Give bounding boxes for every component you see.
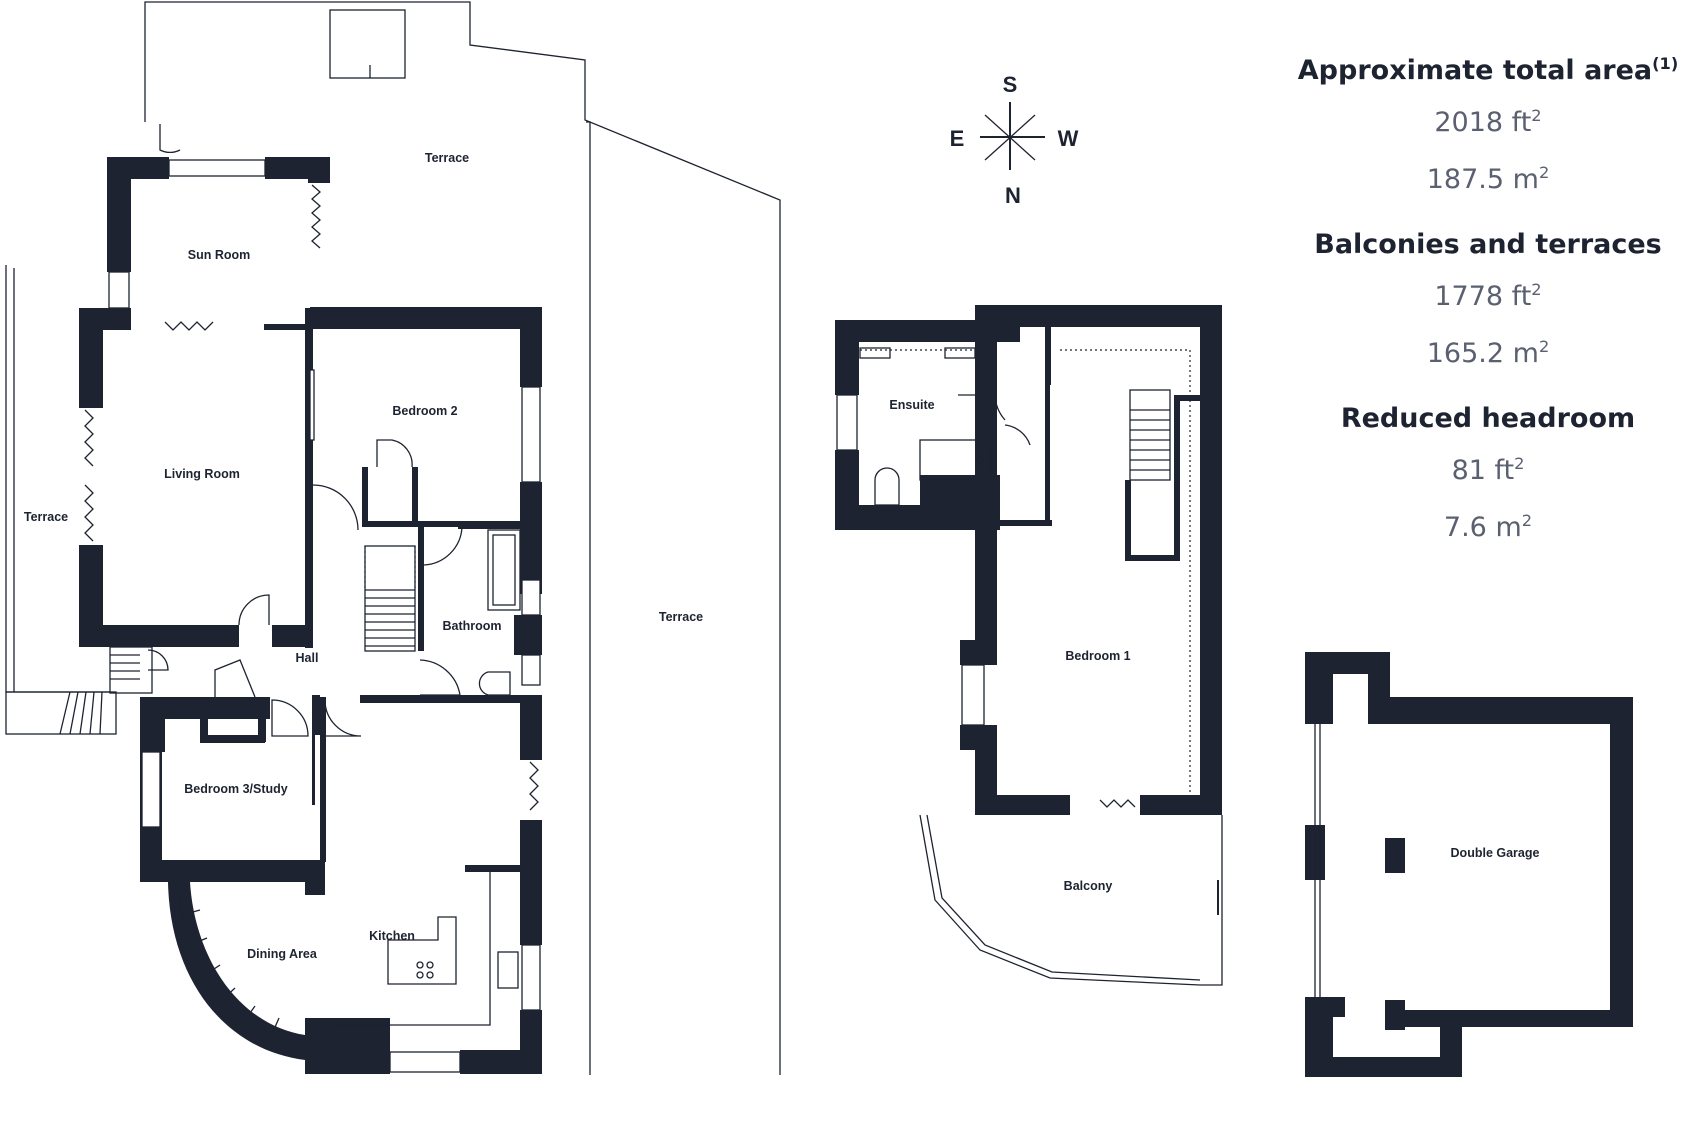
upper-floor-walls (835, 305, 1222, 815)
balconies-m: 165.2 m2 (1426, 337, 1550, 369)
living-room-walls (79, 308, 359, 648)
headroom-block: Reduced headroom 81 ft2 7.6 m2 (1290, 399, 1686, 553)
room-label-double-garage: Double Garage (1451, 846, 1540, 860)
room-label-ensuite: Ensuite (889, 398, 934, 412)
compass-east: E (950, 126, 965, 151)
bathroom-walls (364, 521, 542, 696)
room-label-bedroom-2: Bedroom 2 (392, 404, 457, 418)
headroom-ft: 81 ft2 (1451, 454, 1525, 486)
compass-west: W (1058, 126, 1079, 151)
total-area-ft: 2018 ft2 (1434, 106, 1542, 138)
bedroom-3-walls (140, 697, 326, 895)
sun-room-walls (107, 157, 330, 309)
total-area-block: Approximate total area(1) 2018 ft2 187.5… (1290, 44, 1686, 205)
balconies-heading: Balconies and terraces (1314, 229, 1662, 260)
room-label-sun-room: Sun Room (188, 248, 251, 262)
room-label-terrace-mid: Terrace (659, 610, 703, 624)
room-label-balcony: Balcony (1064, 879, 1113, 893)
room-label-bathroom: Bathroom (442, 619, 501, 633)
total-area-note: (1) (1652, 54, 1679, 73)
terrace-top-outline (144, 1, 781, 1075)
room-label-kitchen: Kitchen (369, 929, 415, 943)
balconies-ft: 1778 ft2 (1434, 280, 1542, 312)
terrace-left-outline (5, 265, 117, 735)
area-summary: Approximate total area(1) 2018 ft2 187.5… (1290, 44, 1686, 573)
kitchen-walls (168, 695, 542, 1074)
headroom-heading: Reduced headroom (1340, 403, 1636, 434)
bedroom-2-walls (310, 307, 542, 594)
headroom-m: 7.6 m2 (1443, 511, 1533, 543)
room-label-terrace-top: Terrace (425, 151, 469, 165)
room-label-bedroom-3: Bedroom 3/Study (184, 782, 288, 796)
total-area-m: 187.5 m2 (1426, 163, 1550, 195)
garage-walls (1305, 652, 1633, 1077)
room-label-hall: Hall (296, 651, 319, 665)
room-label-bedroom-1: Bedroom 1 (1065, 649, 1130, 663)
balconies-block: Balconies and terraces 1778 ft2 165.2 m2 (1290, 225, 1686, 379)
compass-rose: S E W N (950, 72, 1079, 208)
room-label-living-room: Living Room (164, 467, 240, 481)
room-label-terrace-left: Terrace (24, 510, 68, 524)
balcony-outline (919, 814, 1223, 986)
compass-south: S (1003, 72, 1018, 97)
compass-north: N (1005, 183, 1021, 208)
total-area-heading: Approximate total area(1) (1297, 54, 1679, 86)
room-label-dining-area: Dining Area (247, 947, 318, 961)
